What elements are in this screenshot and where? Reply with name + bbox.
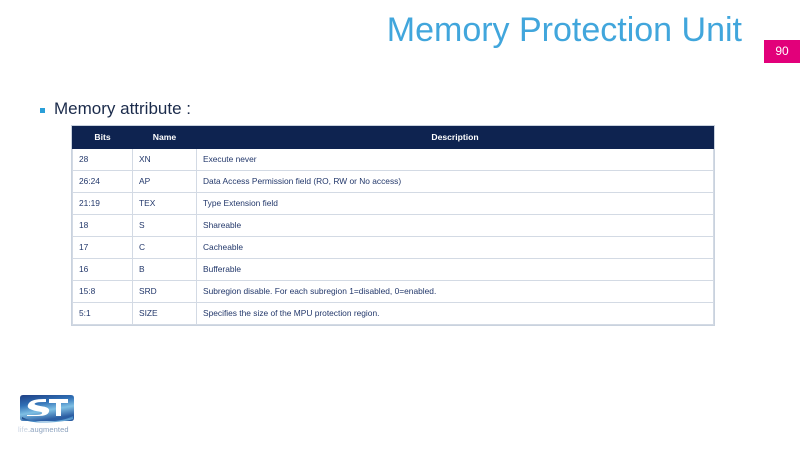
cell-bits: 15:8 — [72, 280, 133, 303]
cell-description: Execute never — [196, 148, 714, 171]
cell-name: XN — [132, 148, 197, 171]
cell-description: Cacheable — [196, 236, 714, 259]
st-logo-tagline: life.augmented — [18, 425, 102, 434]
memory-attribute-table: Bits Name Description 28 XN Execute neve… — [72, 126, 714, 325]
slide-title-bar: Memory Protection Unit — [0, 10, 760, 50]
st-logo: life.augmented — [18, 392, 102, 440]
page-number-badge: 90 — [764, 40, 800, 63]
cell-name: AP — [132, 170, 197, 193]
page-title: Memory Protection Unit — [386, 11, 742, 49]
st-logo-tagline-accent: life — [18, 425, 28, 434]
cell-description: Shareable — [196, 214, 714, 237]
table-row: 26:24 AP Data Access Permission field (R… — [72, 170, 714, 193]
table-body: 28 XN Execute never 26:24 AP Data Access… — [72, 148, 714, 325]
cell-name: TEX — [132, 192, 197, 215]
st-logo-icon — [20, 395, 74, 423]
cell-bits: 16 — [72, 258, 133, 281]
cell-bits: 18 — [72, 214, 133, 237]
cell-description: Bufferable — [196, 258, 714, 281]
cell-name: S — [132, 214, 197, 237]
cell-name: C — [132, 236, 197, 259]
cell-bits: 17 — [72, 236, 133, 259]
cell-description: Specifies the size of the MPU protection… — [196, 302, 714, 325]
cell-bits: 5:1 — [72, 302, 133, 325]
column-header-description: Description — [196, 126, 714, 149]
table-row: 21:19 TEX Type Extension field — [72, 192, 714, 215]
cell-bits: 21:19 — [72, 192, 133, 215]
cell-description: Type Extension field — [196, 192, 714, 215]
cell-name: SRD — [132, 280, 197, 303]
bullet-label: Memory attribute : — [54, 99, 191, 118]
cell-name: SIZE — [132, 302, 197, 325]
table-row: 28 XN Execute never — [72, 148, 714, 171]
cell-name: B — [132, 258, 197, 281]
cell-description: Subregion disable. For each subregion 1=… — [196, 280, 714, 303]
table-row: 5:1 SIZE Specifies the size of the MPU p… — [72, 302, 714, 325]
cell-bits: 26:24 — [72, 170, 133, 193]
table-row: 15:8 SRD Subregion disable. For each sub… — [72, 280, 714, 303]
table-header: Bits Name Description — [72, 126, 714, 149]
column-header-name: Name — [132, 126, 197, 149]
table-row: 18 S Shareable — [72, 214, 714, 237]
bullet-line: Memory attribute : — [40, 98, 191, 120]
square-bullet-icon — [40, 108, 45, 113]
table-row: 16 B Bufferable — [72, 258, 714, 281]
st-logo-tagline-rest: .augmented — [28, 425, 69, 434]
table-row: 17 C Cacheable — [72, 236, 714, 259]
cell-bits: 28 — [72, 148, 133, 171]
column-header-bits: Bits — [72, 126, 133, 149]
table-header-row: Bits Name Description — [72, 126, 714, 149]
cell-description: Data Access Permission field (RO, RW or … — [196, 170, 714, 193]
